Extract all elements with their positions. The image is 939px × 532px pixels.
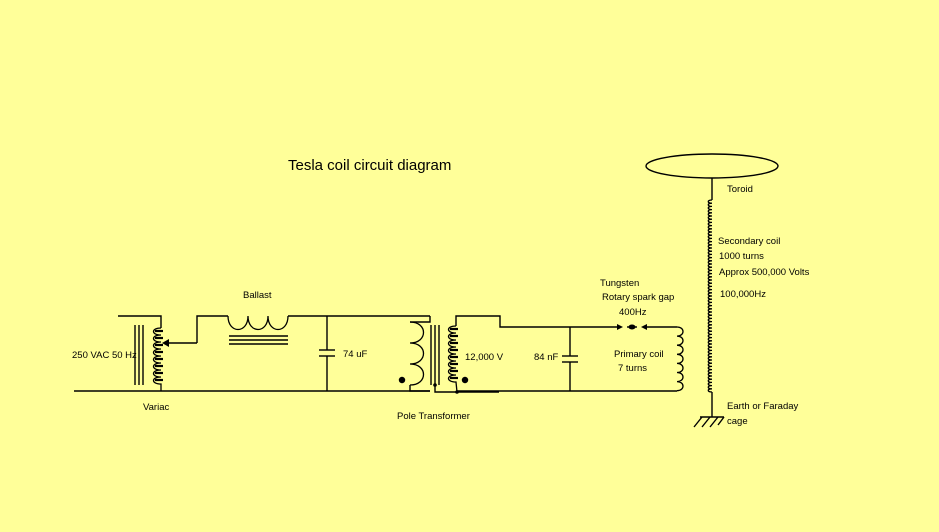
ballast-inductor <box>196 315 430 345</box>
variac-winding-ticks <box>155 329 163 382</box>
pt-primary-bottom-lead <box>409 385 430 392</box>
secondary-coil-voltage: Approx 500,000 Volts <box>719 267 810 278</box>
secondary-coil-label: Secondary coil <box>718 236 780 247</box>
secondary-coil-frequency: 100,000Hz <box>720 289 766 300</box>
diagram-title: Tesla coil circuit diagram <box>288 157 451 174</box>
pt-secondary-polarity-dot <box>461 376 469 384</box>
spark-gap-arrow-icon <box>617 324 623 330</box>
source-label: 250 VAC 50 Hz <box>72 350 137 361</box>
toroid-label: Toroid <box>727 184 753 195</box>
spark-gap-label-line1: Tungsten <box>600 278 639 289</box>
ground-icon <box>693 416 725 428</box>
capacitor-2-label: 84 nF <box>534 352 558 363</box>
pt-primary-polarity-dot <box>398 376 406 384</box>
secondary-coil-turns: 1000 turns <box>719 251 764 262</box>
ground-label-line2: cage <box>727 416 748 427</box>
ballast-label: Ballast <box>243 290 272 301</box>
primary-coil-label: Primary coil <box>614 349 664 360</box>
variac-wiper-arrow-icon <box>162 339 169 347</box>
primary-coil-winding <box>676 326 684 392</box>
pt-primary-winding <box>409 321 425 386</box>
pt-secondary-winding <box>447 325 458 393</box>
capacitor-74uf <box>319 316 335 391</box>
variac-winding <box>152 327 162 391</box>
capacitor-1-label: 74 uF <box>343 349 367 360</box>
pt-secondary-winding-ticks <box>450 327 458 380</box>
spark-gap-frequency: 400Hz <box>619 307 647 318</box>
pt-label: Pole Transformer <box>397 411 470 422</box>
pt-core-ground <box>434 385 499 393</box>
rotary-spark-gap <box>570 324 677 330</box>
variac-top-lead <box>118 315 162 328</box>
pole-transformer <box>398 315 570 394</box>
toroid-icon <box>645 153 779 179</box>
capacitor-84nf <box>562 327 578 391</box>
pt-voltage-label: 12,000 V <box>465 352 504 363</box>
secondary-coil-winding <box>707 199 713 393</box>
pt-secondary-top-lead <box>455 315 570 328</box>
primary-coil-turns: 7 turns <box>618 363 647 374</box>
variac <box>74 315 430 392</box>
ballast-lead-left <box>196 315 228 343</box>
ballast-winding <box>227 315 289 331</box>
variac-label: Variac <box>143 402 169 413</box>
spark-gap-arrow-icon <box>641 324 647 330</box>
pt-primary-top-lead <box>410 316 431 323</box>
spark-gap-label-line2: Rotary spark gap <box>602 292 674 303</box>
ground-label-line1: Earth or Faraday <box>727 401 799 412</box>
pt-junction-dot <box>433 383 437 387</box>
